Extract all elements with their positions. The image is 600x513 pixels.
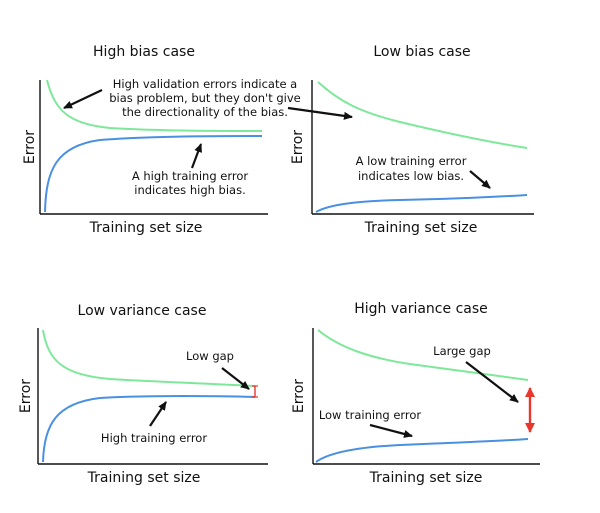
panel-title: High variance case (354, 301, 488, 317)
annotation-text: Large gap (433, 344, 491, 358)
x-axis-label: Training set size (369, 470, 483, 486)
validation-error-curve (317, 81, 528, 149)
y-axis-label: Error (18, 379, 34, 413)
training-error-curve (42, 395, 256, 463)
x-axis-label: Training set size (364, 220, 478, 236)
annotation-text: Low training error (319, 408, 422, 422)
annotation-arrow (465, 361, 519, 403)
training-error-curve (315, 194, 528, 213)
annotation-arrow (369, 423, 413, 438)
annotation-text: High validation errors indicate a (113, 77, 297, 91)
annotation-arrow (149, 401, 167, 427)
panel-title: Low variance case (78, 303, 207, 319)
annotation-text: the directionality of the bias. (122, 105, 288, 119)
annotation-text: High training error (101, 431, 207, 445)
annotation-arrow (287, 106, 353, 120)
annotation-text: indicates low bias. (358, 169, 464, 183)
validation-error-curve (42, 329, 256, 387)
y-axis-label: Error (291, 379, 307, 413)
panel-low-variance: Low variance case Training set size Erro… (18, 303, 268, 486)
annotation-text: A low training error (356, 154, 467, 168)
annotation-arrow (469, 170, 491, 189)
x-axis-label: Training set size (89, 220, 203, 236)
y-axis-label: Error (22, 130, 38, 164)
panel-title: High bias case (93, 44, 195, 60)
panel-high-variance: High variance case Training set size Err… (291, 301, 540, 486)
validation-error-curve (46, 79, 263, 132)
annotation-arrow (190, 143, 203, 169)
validation-error-curve (317, 329, 529, 381)
panel-high-bias: High bias case Training set size Error H… (22, 44, 353, 236)
annotation-text: Low gap (186, 349, 234, 363)
training-error-curve (315, 438, 529, 463)
panel-low-bias: Low bias case Training set size Error A … (290, 44, 534, 236)
annotation-text: indicates high bias. (134, 183, 246, 197)
x-axis-label: Training set size (87, 470, 201, 486)
annotation-arrow (221, 367, 250, 390)
annotation-arrow (63, 89, 103, 109)
annotation-text: bias problem, but they don't give (109, 91, 301, 105)
annotation-text: A high training error (132, 169, 249, 183)
training-error-curve (44, 135, 263, 213)
panel-title: Low bias case (373, 44, 470, 60)
y-axis-label: Error (290, 130, 306, 164)
